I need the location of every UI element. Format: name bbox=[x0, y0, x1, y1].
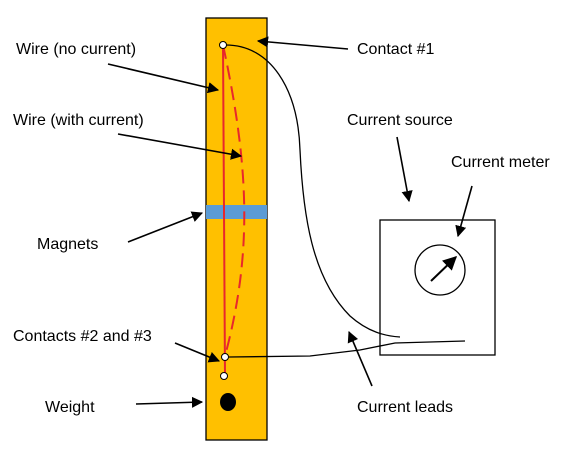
label-current-meter: Current meter bbox=[451, 154, 550, 171]
label-contact-1: Contact #1 bbox=[357, 41, 434, 58]
contact-1 bbox=[219, 41, 227, 49]
lead-from-contact-2 bbox=[228, 340, 466, 358]
contact-2 bbox=[221, 353, 229, 361]
label-weight: Weight bbox=[45, 399, 95, 416]
arrow-current-source bbox=[396, 136, 413, 203]
label-wire-with-current: Wire (with current) bbox=[13, 112, 144, 129]
label-current-source: Current source bbox=[347, 112, 453, 129]
wire-no-current bbox=[222, 44, 226, 377]
arrow-current-leads bbox=[347, 330, 373, 387]
arrow-magnets bbox=[127, 211, 204, 243]
mounting-board bbox=[205, 17, 268, 441]
meter-needle bbox=[430, 256, 458, 282]
label-current-leads: Current leads bbox=[357, 399, 453, 416]
label-contacts-2-3: Contacts #2 and #3 bbox=[13, 328, 152, 345]
arrow-wire-with-current bbox=[117, 133, 243, 160]
magnet-band bbox=[206, 205, 267, 219]
arrow-current-meter bbox=[455, 185, 473, 238]
contact-3 bbox=[220, 372, 228, 380]
weight bbox=[220, 393, 236, 411]
label-wire-no-current: Wire (no current) bbox=[16, 41, 136, 58]
arrow-contacts-2-3 bbox=[174, 342, 221, 363]
arrow-weight bbox=[135, 396, 204, 408]
arrow-contact-1 bbox=[256, 36, 349, 50]
arrow-wire-no-current bbox=[107, 63, 220, 94]
lead-from-contact-1 bbox=[225, 44, 401, 338]
current-meter bbox=[414, 244, 466, 296]
wire-with-current bbox=[222, 44, 246, 357]
label-magnets: Magnets bbox=[37, 236, 98, 253]
